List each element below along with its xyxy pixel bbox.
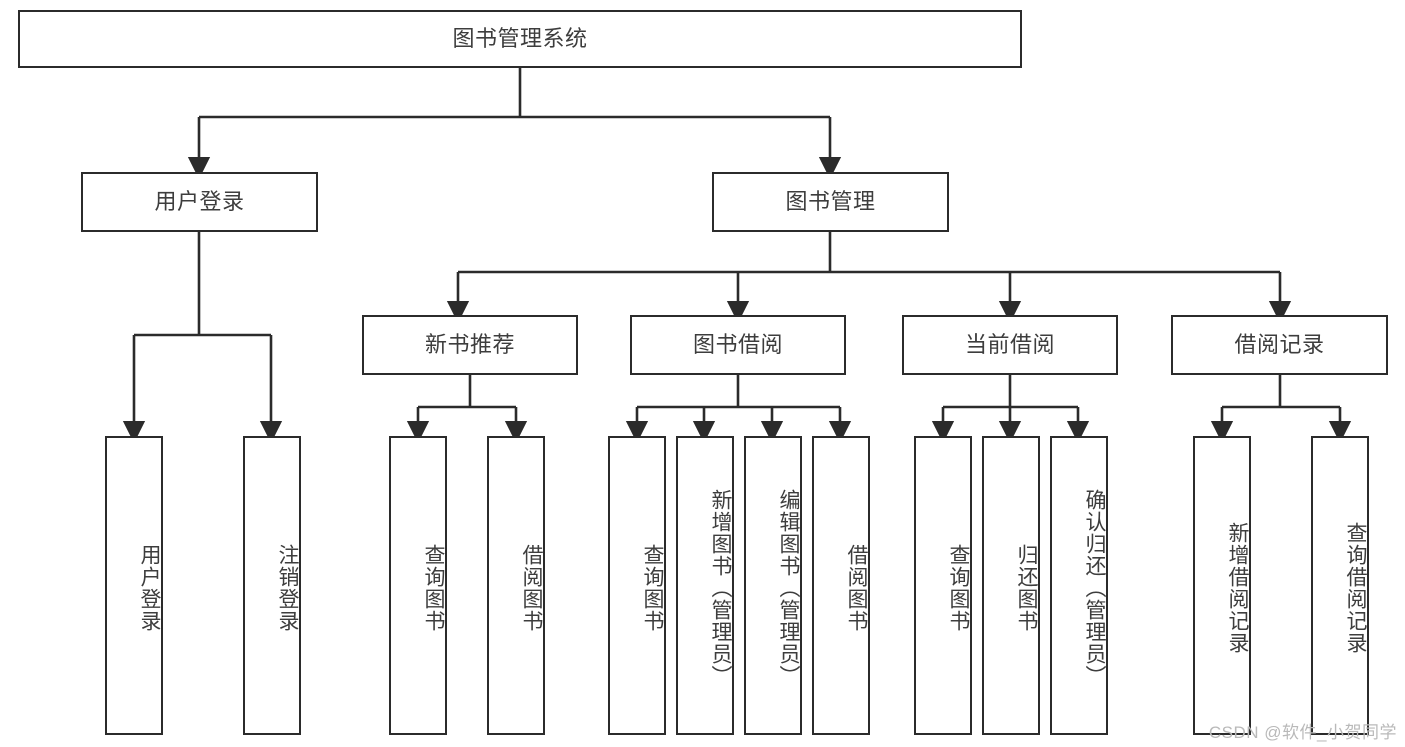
node-leaf-user-logout[interactable]: 注销登录 xyxy=(243,436,301,735)
node-leaf-return-book[interactable]: 归还图书 xyxy=(982,436,1040,735)
node-leaf-add-book[interactable]: 新增图书（管理员） xyxy=(676,436,734,735)
node-leaf-query-record-label: 查询借阅记录 xyxy=(1344,521,1367,654)
watermark-text: CSDN @软件_小贺同学 xyxy=(1208,723,1397,742)
node-leaf-borrow-book-2[interactable]: 借阅图书 xyxy=(812,436,870,735)
node-leaf-query-record[interactable]: 查询借阅记录 xyxy=(1311,436,1369,735)
node-current-borrow-label: 当前借阅 xyxy=(964,332,1055,358)
node-leaf-borrow-book-1[interactable]: 借阅图书 xyxy=(487,436,545,735)
node-leaf-confirm-return-label: 确认归还（管理员） xyxy=(1083,488,1106,687)
node-user-login[interactable]: 用户登录 xyxy=(81,172,318,232)
node-leaf-query-book-1-label: 查询图书 xyxy=(422,543,445,632)
node-leaf-edit-book-label: 编辑图书（管理员） xyxy=(777,488,800,687)
node-leaf-user-login[interactable]: 用户登录 xyxy=(105,436,163,735)
node-book-borrow[interactable]: 图书借阅 xyxy=(630,315,846,375)
node-leaf-return-book-label: 归还图书 xyxy=(1015,543,1038,632)
node-leaf-add-record-label: 新增借阅记录 xyxy=(1226,521,1249,654)
node-leaf-add-book-label: 新增图书（管理员） xyxy=(709,488,732,687)
node-root-label: 图书管理系统 xyxy=(452,26,588,52)
node-leaf-add-record[interactable]: 新增借阅记录 xyxy=(1193,436,1251,735)
node-user-login-label: 用户登录 xyxy=(154,189,245,215)
node-root[interactable]: 图书管理系统 xyxy=(18,10,1022,68)
node-leaf-query-book-2[interactable]: 查询图书 xyxy=(608,436,666,735)
node-leaf-query-book-3[interactable]: 查询图书 xyxy=(914,436,972,735)
node-new-book-recommend[interactable]: 新书推荐 xyxy=(362,315,578,375)
node-leaf-borrow-book-2-label: 借阅图书 xyxy=(845,543,868,632)
node-leaf-user-logout-label: 注销登录 xyxy=(276,543,299,632)
node-leaf-borrow-book-1-label: 借阅图书 xyxy=(520,543,543,632)
node-leaf-confirm-return[interactable]: 确认归还（管理员） xyxy=(1050,436,1108,735)
node-leaf-query-book-1[interactable]: 查询图书 xyxy=(389,436,447,735)
node-book-borrow-label: 图书借阅 xyxy=(692,332,783,358)
node-book-manage[interactable]: 图书管理 xyxy=(712,172,949,232)
node-leaf-edit-book[interactable]: 编辑图书（管理员） xyxy=(744,436,802,735)
node-new-book-recommend-label: 新书推荐 xyxy=(424,332,515,358)
node-leaf-query-book-3-label: 查询图书 xyxy=(947,543,970,632)
node-current-borrow[interactable]: 当前借阅 xyxy=(902,315,1118,375)
node-borrow-record[interactable]: 借阅记录 xyxy=(1171,315,1388,375)
node-leaf-user-login-label: 用户登录 xyxy=(138,543,161,632)
node-borrow-record-label: 借阅记录 xyxy=(1234,332,1325,358)
node-book-manage-label: 图书管理 xyxy=(785,189,876,215)
node-leaf-query-book-2-label: 查询图书 xyxy=(641,543,664,632)
